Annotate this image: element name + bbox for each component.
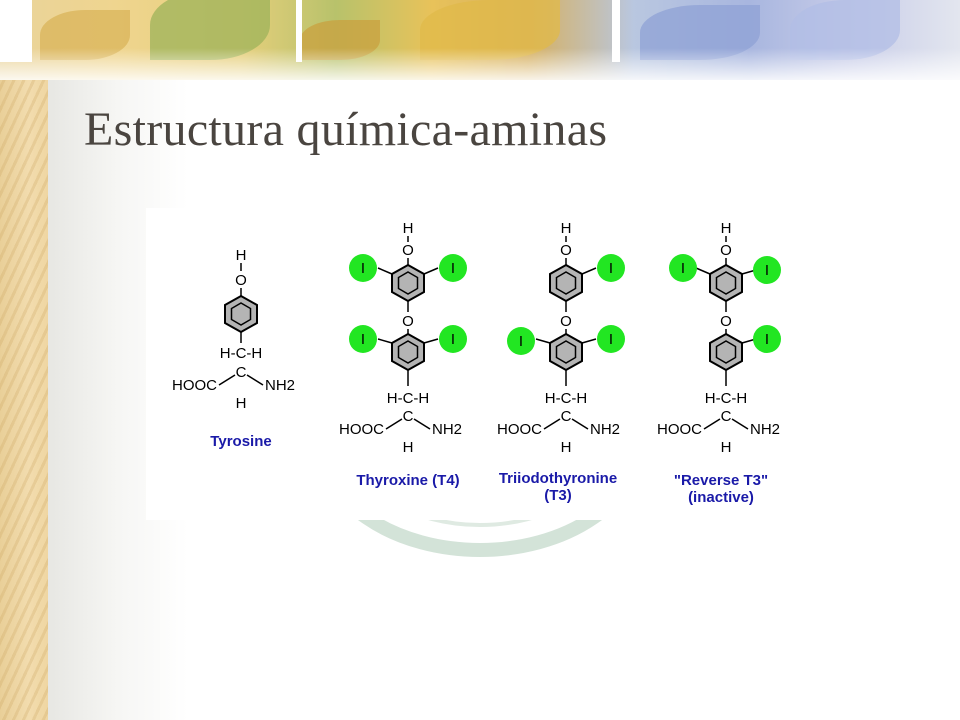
- molecule-tyrosine: H O H-C-H C HOOC NH2 H: [172, 247, 295, 412]
- iodine-label: I: [765, 331, 769, 348]
- iodine-label: I: [519, 333, 523, 350]
- methylene-group: H-C-H: [705, 390, 748, 407]
- benzene-ring: [709, 264, 743, 302]
- molecule-name: "Reverse T3": [673, 472, 769, 489]
- iodine-atom: [597, 254, 625, 282]
- carboxyl-group: HOOC: [657, 421, 702, 438]
- atom-h: H: [721, 220, 732, 237]
- atom-o: O: [402, 242, 414, 259]
- iodine-atom: [669, 254, 697, 282]
- molecule-triiodothyronine: H O I O I I H-C-H C HOOC NH2 H: [497, 220, 625, 456]
- slide-title: Estructura química-aminas: [84, 103, 608, 156]
- iodine-label: I: [451, 331, 455, 348]
- atom-o: O: [720, 242, 732, 259]
- molecule-name-line2: (T3): [544, 487, 572, 504]
- methylene-group: H-C-H: [545, 390, 588, 407]
- benzene-ring: [549, 333, 583, 371]
- iodine-atom: [507, 327, 535, 355]
- benzene-ring: [391, 264, 425, 302]
- amine-group: NH2: [590, 421, 620, 438]
- label-reverse-t3: "Reverse T3" (inactive): [641, 472, 801, 506]
- amine-structures-diagram: H O H-C-H C HOOC NH2 H H O I I O I: [172, 220, 781, 456]
- atom-c: C: [403, 408, 414, 425]
- iodine-atom: [753, 256, 781, 284]
- iodine-label: I: [609, 260, 613, 277]
- molecule-name: Thyroxine (T4): [356, 472, 460, 489]
- iodine-atom: [753, 325, 781, 353]
- parchment-strip: [0, 0, 48, 720]
- methylene-group: H-C-H: [220, 345, 263, 362]
- diagram-panel: H O H-C-H C HOOC NH2 H H O I I O I: [146, 208, 804, 520]
- atom-h: H: [561, 439, 572, 456]
- carboxyl-group: HOOC: [497, 421, 542, 438]
- amine-group: NH2: [750, 421, 780, 438]
- iodine-label: I: [361, 331, 365, 348]
- iodine-label: I: [361, 260, 365, 277]
- molecule-thyroxine: H O I I O I I H-C-H C HOOC NH2 H: [339, 220, 467, 456]
- label-triiodothyronine: Triiodothyronine (T3): [478, 470, 638, 504]
- molecule-name-line2: (inactive): [688, 489, 754, 506]
- atom-h: H: [561, 220, 572, 237]
- iodine-label: I: [681, 260, 685, 277]
- label-thyroxine: Thyroxine (T4): [328, 472, 488, 489]
- atom-o: O: [402, 313, 414, 330]
- iodine-label: I: [609, 331, 613, 348]
- iodine-atom: [349, 325, 377, 353]
- carboxyl-group: HOOC: [172, 377, 217, 394]
- benzene-ring: [391, 333, 425, 371]
- amine-group: NH2: [432, 421, 462, 438]
- benzene-ring: [709, 333, 743, 371]
- molecule-name: Tyrosine: [210, 433, 272, 450]
- atom-c: C: [721, 408, 732, 425]
- atom-o: O: [560, 313, 572, 330]
- atom-c: C: [561, 408, 572, 425]
- atom-h: H: [236, 247, 247, 264]
- atom-h: H: [236, 395, 247, 412]
- iodine-label: I: [451, 260, 455, 277]
- atom-o: O: [560, 242, 572, 259]
- atom-o: O: [235, 272, 247, 289]
- amine-group: NH2: [265, 377, 295, 394]
- atom-o: O: [720, 313, 732, 330]
- iodine-atom: [349, 254, 377, 282]
- molecule-reverse-t3: H O I I O I H-C-H C HOOC NH2 H: [657, 220, 781, 456]
- molecule-name: Triiodothyronine: [498, 470, 618, 487]
- iodine-atom: [439, 325, 467, 353]
- label-tyrosine: Tyrosine: [181, 433, 301, 450]
- methylene-group: H-C-H: [387, 390, 430, 407]
- iodine-atom: [597, 325, 625, 353]
- iodine-atom: [439, 254, 467, 282]
- benzene-ring: [224, 295, 258, 333]
- atom-h: H: [403, 439, 414, 456]
- top-banner: [0, 0, 960, 80]
- atom-h: H: [403, 220, 414, 237]
- benzene-ring: [549, 264, 583, 302]
- iodine-label: I: [765, 262, 769, 279]
- hydroxyl-group: H O: [235, 247, 247, 296]
- atom-h: H: [721, 439, 732, 456]
- carboxyl-group: HOOC: [339, 421, 384, 438]
- atom-c: C: [236, 364, 247, 381]
